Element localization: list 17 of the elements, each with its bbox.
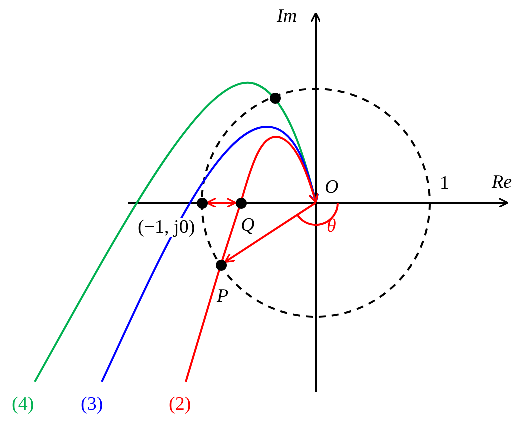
tick-label: 1 (440, 174, 450, 193)
angle-label: θ (327, 217, 336, 236)
point-dot (270, 92, 280, 104)
curve-label: (4) (12, 395, 34, 414)
point-dot (196, 198, 208, 208)
axis-label: Im (277, 7, 298, 26)
axis-label: Re (492, 173, 512, 192)
arrow (206, 198, 237, 208)
point-dot (236, 198, 246, 208)
point-label: (−1, j0) (138, 218, 196, 237)
point-label: Q (241, 216, 255, 235)
point-label: P (217, 287, 229, 306)
point-dot (216, 260, 226, 270)
curve-label: (3) (81, 395, 104, 414)
origin-label: O (325, 177, 339, 198)
curve-label: (2) (169, 395, 192, 414)
arrow (224, 202, 317, 264)
